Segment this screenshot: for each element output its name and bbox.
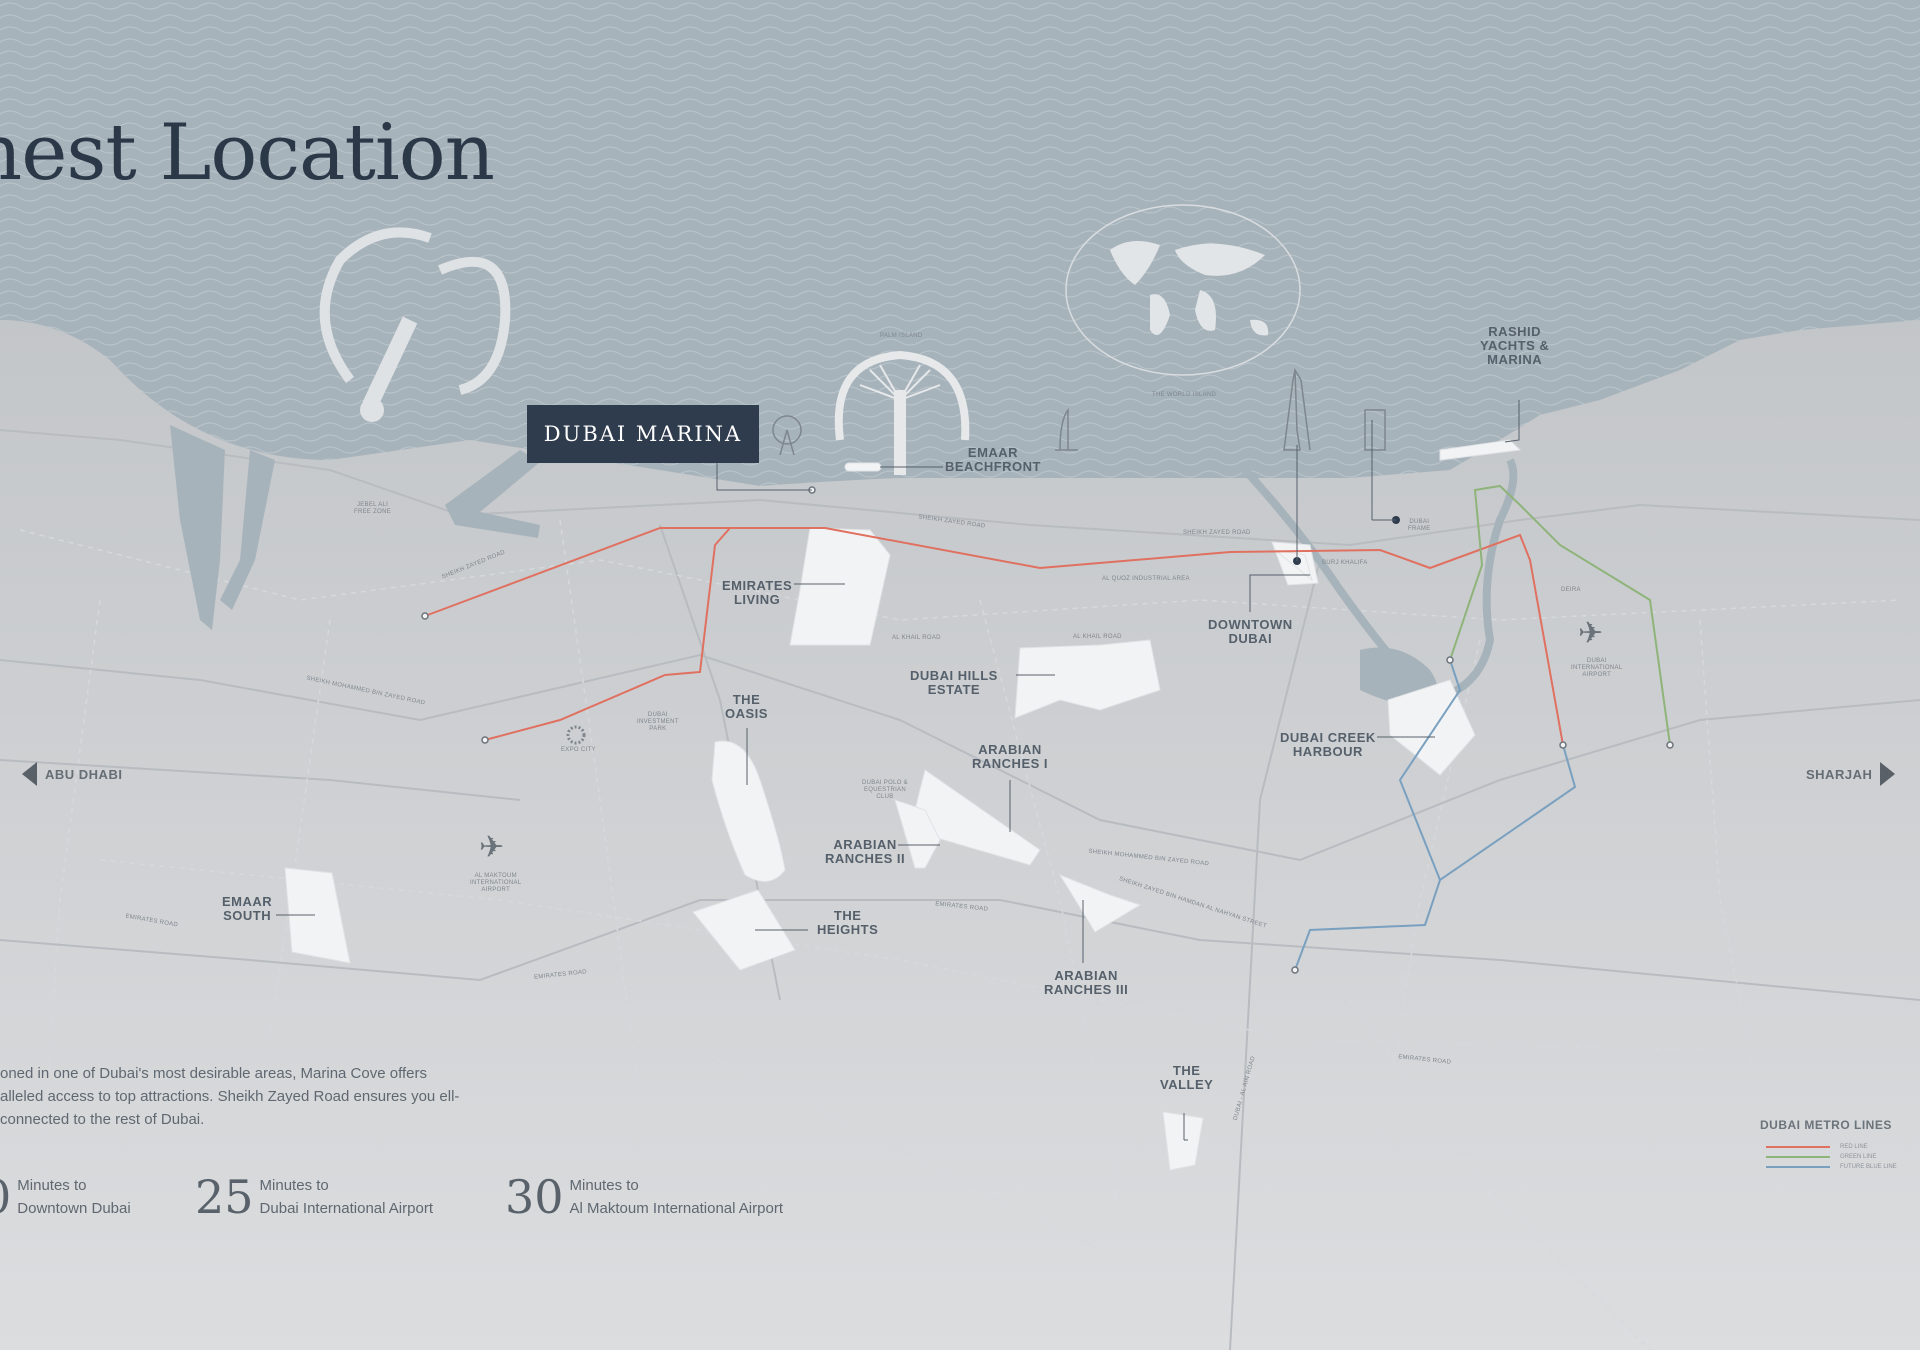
nav-sharjah-label: SHARJAH bbox=[1806, 766, 1873, 782]
legend-row: GREEN LINE bbox=[1766, 1152, 1897, 1162]
expo-city-icon bbox=[566, 725, 586, 745]
label-the-oasis: THE OASIS bbox=[725, 692, 768, 721]
label-arabian-ranches-3: ARABIAN RANCHES III bbox=[1044, 968, 1129, 997]
burj-al-arab-icon bbox=[1055, 407, 1078, 451]
small-label: AL KHAIL ROAD bbox=[892, 635, 941, 641]
metro-legend: DUBAI METRO LINES RED LINE GREEN LINE FU… bbox=[1760, 1118, 1897, 1172]
stat-text: Minutes to Downtown Dubai bbox=[17, 1177, 131, 1217]
small-label: DUBAI FRAME bbox=[1408, 519, 1431, 532]
label-emirates-living: EMIRATES LIVING bbox=[722, 578, 793, 607]
small-label: THE WORLD ISLAND bbox=[1152, 392, 1217, 398]
stat-dxb: 25 Minutes to Dubai International Airpor… bbox=[195, 1170, 433, 1224]
stat-number: 0 bbox=[0, 1170, 11, 1224]
palm-jumeirah bbox=[834, 350, 970, 475]
burj-khalifa-icon bbox=[1283, 367, 1311, 451]
nav-abu-dhabi-label: ABU DHABI bbox=[45, 766, 123, 782]
metro-green-line bbox=[1449, 484, 1671, 746]
label-rashid-yachts: RASHID YACHTS & MARINA bbox=[1480, 324, 1550, 367]
legend-row: FUTURE BLUE LINE bbox=[1766, 1162, 1897, 1172]
legend-swatch bbox=[1766, 1166, 1830, 1168]
small-label: SHEIKH ZAYED ROAD bbox=[1183, 530, 1251, 536]
dubai-marina-label: DUBAI MARINA bbox=[527, 405, 759, 463]
roads bbox=[0, 429, 1920, 1350]
metro-red-line bbox=[424, 527, 1564, 746]
small-label: DUBAI INVESTMENT PARK bbox=[637, 712, 679, 732]
stat-text: Minutes to Al Maktoum International Airp… bbox=[569, 1177, 783, 1217]
small-label: DUBAI INTERNATIONAL AIRPORT bbox=[1571, 658, 1623, 678]
small-label: DUBAI POLO & EQUESTRIAN CLUB bbox=[862, 780, 908, 800]
dubai-creek bbox=[1242, 458, 1518, 705]
arrow-right-icon bbox=[1880, 762, 1896, 786]
world-islands bbox=[1065, 204, 1301, 376]
stat-dwc: 30 Minutes to Al Maktoum International A… bbox=[505, 1170, 783, 1224]
label-emaar-beachfront: EMAAR BEACHFRONT bbox=[945, 445, 1041, 474]
dubai-frame-icon bbox=[1364, 409, 1386, 451]
leader-lines bbox=[276, 400, 1520, 1141]
nav-sharjah[interactable]: SHARJAH bbox=[1806, 762, 1896, 786]
legend-title: DUBAI METRO LINES bbox=[1760, 1118, 1892, 1132]
arrow-left-icon bbox=[22, 762, 37, 786]
stat-number: 30 bbox=[505, 1170, 564, 1224]
ain-dubai-icon bbox=[772, 415, 802, 456]
legend-swatch bbox=[1766, 1156, 1830, 1158]
legend-label: FUTURE BLUE LINE bbox=[1840, 1164, 1897, 1170]
label-dubai-hills: DUBAI HILLS ESTATE bbox=[910, 668, 998, 697]
page-title: nest Location bbox=[0, 108, 495, 198]
label-the-heights: THE HEIGHTS bbox=[817, 908, 879, 937]
legend-label: GREEN LINE bbox=[1840, 1154, 1877, 1160]
small-label: JEBEL ALI FREE ZONE bbox=[354, 502, 392, 515]
label-downtown-dubai: DOWNTOWN DUBAI bbox=[1208, 617, 1293, 646]
dashed-roads bbox=[19, 519, 1901, 1350]
stat-number: 25 bbox=[195, 1170, 254, 1224]
stat-text: Minutes to Dubai International Airport bbox=[259, 1177, 433, 1217]
dxb-airport-icon: ✈ bbox=[1578, 617, 1604, 650]
small-label: AL MAKTOUM INTERNATIONAL AIRPORT bbox=[470, 873, 522, 893]
legend-label: RED LINE bbox=[1840, 1144, 1868, 1150]
stat-downtown: 0 Minutes to Downtown Dubai bbox=[0, 1170, 131, 1224]
small-label: BURJ KHALIFA bbox=[1322, 560, 1368, 566]
nav-abu-dhabi[interactable]: ABU DHABI bbox=[22, 762, 122, 786]
location-description: oned in one of Dubai's most desirable ar… bbox=[0, 1065, 460, 1128]
dwc-airport-icon: ✈ bbox=[479, 831, 505, 864]
legend-row: RED LINE bbox=[1766, 1142, 1897, 1152]
label-arabian-ranches-1: ARABIAN RANCHES I bbox=[972, 742, 1049, 771]
label-dubai-creek: DUBAI CREEK HARBOUR bbox=[1280, 730, 1376, 759]
small-label: EXPO CITY bbox=[561, 747, 596, 753]
small-label: AL KHAIL ROAD bbox=[1073, 634, 1122, 640]
small-label: AL QUOZ INDUSTRIAL AREA bbox=[1102, 576, 1190, 582]
palm-jebel-ali bbox=[319, 227, 511, 409]
label-the-valley: THE VALLEY bbox=[1160, 1063, 1214, 1092]
label-emaar-south: EMAAR SOUTH bbox=[222, 894, 273, 923]
metro-blue-line bbox=[1294, 659, 1577, 971]
small-label: DEIRA bbox=[1561, 587, 1581, 593]
jebel-ali-harbour bbox=[170, 425, 275, 630]
legend-swatch bbox=[1766, 1146, 1830, 1148]
districts bbox=[284, 439, 1522, 1171]
small-label: PALM ISLAND bbox=[880, 333, 923, 339]
label-arabian-ranches-2: ARABIAN RANCHES II bbox=[825, 837, 906, 866]
